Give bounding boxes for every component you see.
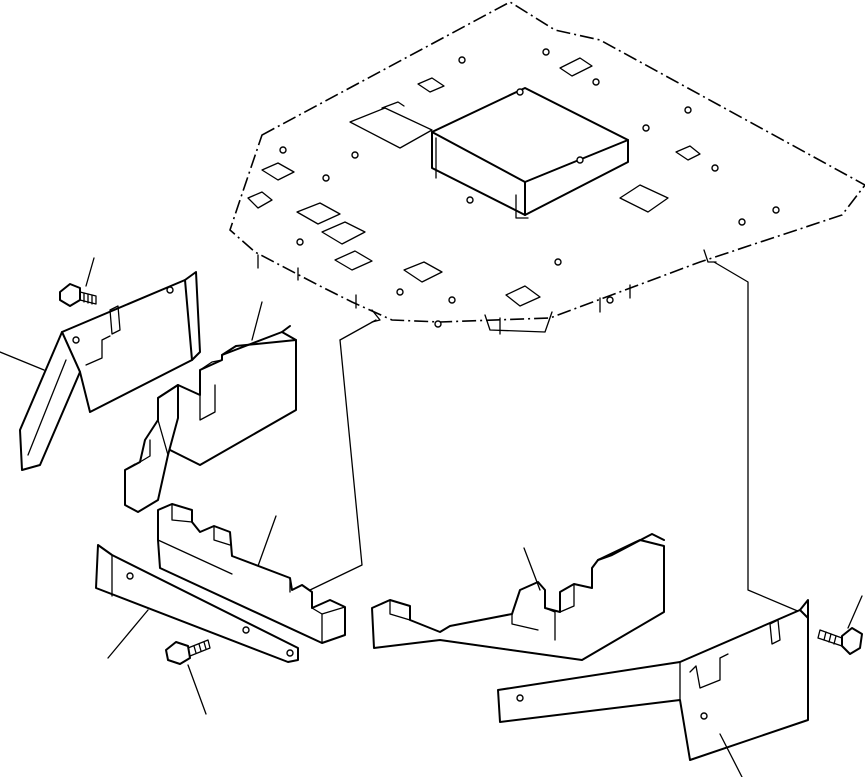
assembly-lines	[309, 261, 801, 613]
floor-plate-outline	[229, 1, 865, 323]
left-cover-plate	[19, 271, 201, 471]
floor-plate	[229, 1, 865, 335]
leader-line-upper-block	[251, 301, 263, 341]
leader-line-front-plate	[107, 609, 149, 659]
leader-line-right-plate	[719, 733, 743, 777]
assembly-line-right	[713, 261, 801, 613]
right-insulation-block	[371, 533, 665, 661]
bolt-left-upper	[59, 283, 97, 307]
leader-line-lower-block	[257, 515, 277, 567]
floor-brackets	[257, 249, 717, 335]
bolt-left-lower	[165, 639, 211, 665]
leader-lines	[0, 257, 863, 777]
floor-holes	[279, 48, 780, 328]
right-cover-plate	[497, 599, 809, 761]
front-cover-plate	[95, 544, 299, 663]
floor-box	[431, 87, 629, 219]
leader-line-left-plate	[0, 351, 45, 371]
leader-line-lower-bolt	[187, 664, 207, 715]
left-lower-insulation-block	[157, 503, 346, 644]
assembly-line-left	[309, 339, 363, 591]
leader-line-left-bolt	[85, 257, 95, 287]
left-upper-insulation-block	[124, 325, 297, 513]
leader-line-right-block	[523, 547, 541, 591]
assembly-line-left-top	[339, 319, 377, 341]
bolt-right	[817, 627, 863, 655]
floor-cutouts	[247, 57, 701, 333]
leader-line-right-bolt	[847, 595, 863, 629]
